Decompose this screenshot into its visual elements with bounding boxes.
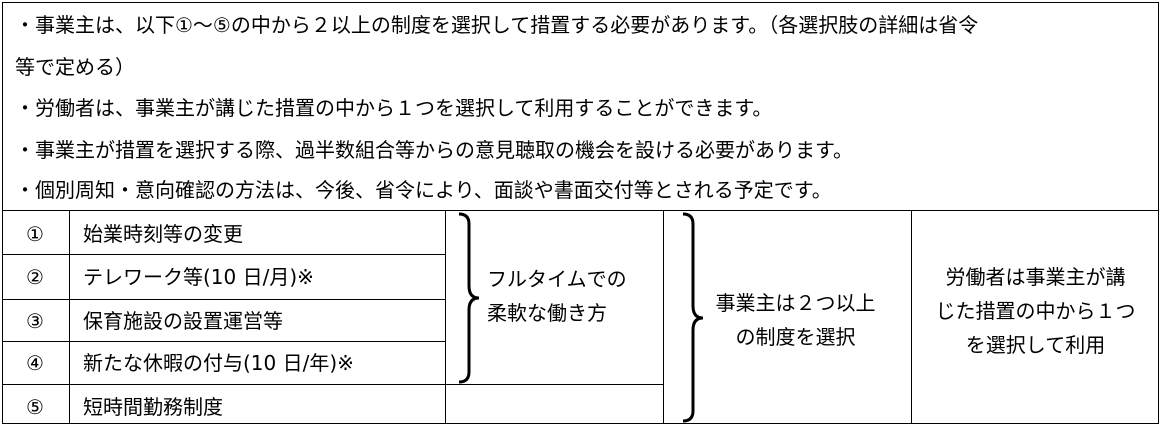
group3-line: じた措置の中から１つ <box>935 299 1136 323</box>
group2-line: の制度を選択 <box>735 325 856 349</box>
option-number: ⑤ <box>26 395 44 419</box>
note-line-1: ・事業主は、以下①～⑤の中から２以上の制度を選択して措置する必要があります。（各… <box>15 13 979 37</box>
option-label: テレワーク等(10 日/月)※ <box>83 265 314 289</box>
note-line-1-continued: 等で定める） <box>15 55 135 79</box>
group1-line: 柔軟な働き方 <box>487 301 607 325</box>
option-number: ① <box>26 222 44 246</box>
group3-line: 労働者は事業主が講 <box>945 265 1126 289</box>
row-divider <box>3 341 445 342</box>
option-label: 短時間勤務制度 <box>83 395 223 419</box>
option-label: 新たな休暇の付与(10 日/年)※ <box>83 351 354 375</box>
table-top-border <box>3 210 1158 211</box>
option-number: ③ <box>26 309 44 333</box>
group1-line: フルタイムでの <box>487 267 627 291</box>
col-divider <box>663 210 664 423</box>
group2-line: 事業主は２つ以上 <box>715 291 876 315</box>
flexible-work-group-label: フルタイムでの 柔軟な働き方 <box>487 262 627 330</box>
option-label: 始業時刻等の変更 <box>83 222 243 246</box>
note-line-3: ・事業主が措置を選択する際、過半数組合等からの意見聴取の機会を設ける必要がありま… <box>15 138 853 162</box>
note-line-2: ・労働者は、事業主が講じた措置の中から１つを選択して利用することができます。 <box>15 96 773 120</box>
col-divider <box>445 210 446 423</box>
row-divider <box>3 384 663 385</box>
note-line-4: ・個別周知・意向確認の方法は、今後、省令により、面談や書面交付等とされる予定です… <box>15 178 832 202</box>
group3-line: を選択して利用 <box>965 333 1106 357</box>
col-divider <box>911 210 912 423</box>
row-divider <box>3 299 445 300</box>
row-divider <box>3 254 445 255</box>
options-table: ① 始業時刻等の変更 ② テレワーク等(10 日/月)※ ③ 保育施設の設置運営… <box>3 210 1158 423</box>
employee-selection-label: 労働者は事業主が講 じた措置の中から１つ を選択して利用 <box>913 260 1158 362</box>
option-number: ④ <box>26 351 44 375</box>
option-number: ② <box>26 265 44 289</box>
option-label: 保育施設の設置運営等 <box>83 309 283 333</box>
notes-section: ・事業主は、以下①～⑤の中から２以上の制度を選択して措置する必要があります。（各… <box>3 3 1158 210</box>
col-divider <box>69 210 70 423</box>
right-brace-icon <box>682 212 704 423</box>
right-brace-icon <box>458 212 480 384</box>
employer-selection-label: 事業主は２つ以上 の制度を選択 <box>693 286 898 354</box>
